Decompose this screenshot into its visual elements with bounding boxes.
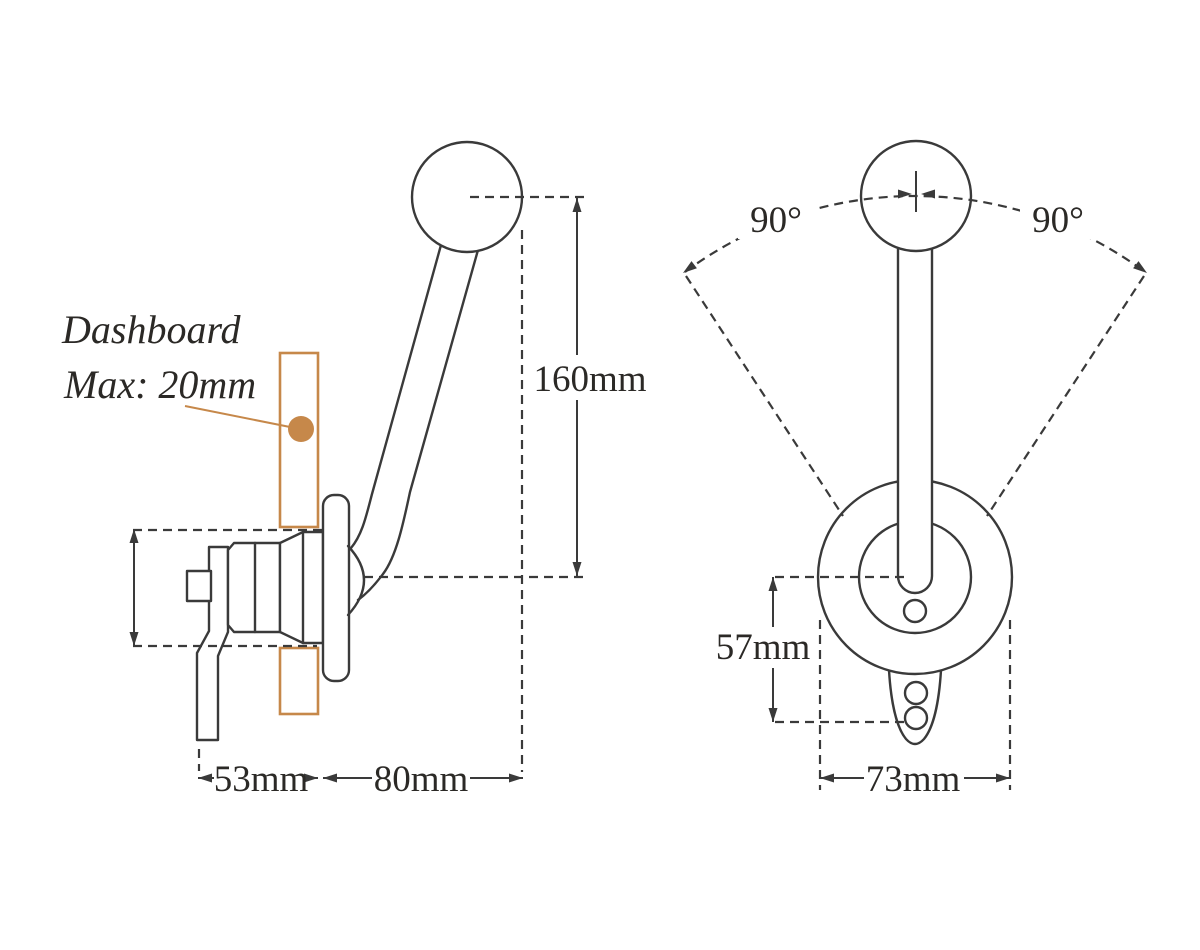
annotation-line1: Dashboard: [61, 307, 242, 352]
dim-53mm-label: 53mm: [214, 759, 309, 800]
arrowhead: [323, 773, 337, 783]
rear-connector: [185, 569, 213, 603]
angle-90-right-label: 90°: [1032, 200, 1084, 241]
dim-73mm-label: 73mm: [866, 759, 961, 800]
arrowhead: [768, 708, 778, 722]
base-screw-hole: [902, 598, 928, 624]
pivot-ball-bulge: [346, 544, 366, 617]
arrowhead: [572, 562, 582, 576]
annotation-line2: Max: 20mm: [63, 362, 256, 407]
dim-80mm-label: 80mm: [374, 759, 469, 800]
annotation-dot: [288, 416, 314, 442]
dim-57mm-label: 57mm: [716, 627, 811, 668]
arrowhead: [509, 773, 523, 783]
dim-160mm-label: 160mm: [533, 359, 646, 400]
arrowhead: [198, 773, 212, 783]
arrowhead: [921, 189, 935, 199]
dashboard-panel-lower: [278, 646, 320, 716]
tab-hole-lower: [903, 705, 929, 731]
arrowhead: [898, 189, 912, 199]
front-view: 90° 90° 57mm 73mm: [683, 139, 1147, 800]
arrowhead: [683, 261, 697, 273]
arrowhead: [1133, 261, 1147, 273]
arrowhead: [129, 529, 139, 543]
lever-shaft-right-edge: [356, 248, 480, 602]
swing-limit-left: [685, 275, 844, 517]
arrowhead: [129, 632, 139, 646]
tab-hole-upper: [903, 680, 929, 706]
lever-shaft-front: [896, 246, 934, 595]
label-mask: [1020, 197, 1098, 239]
arrowhead: [304, 773, 318, 783]
arrowhead: [820, 773, 834, 783]
arrowhead: [768, 577, 778, 591]
label-mask: [738, 197, 816, 239]
side-view: 160mm 53mm 80mm Dashboard Max: 20mm: [61, 140, 647, 800]
lever-shaft-left-edge: [349, 243, 443, 550]
mounting-flange: [321, 493, 351, 683]
swing-limit-right: [986, 275, 1145, 517]
dashboard-panel-upper: [278, 351, 320, 529]
annotation-leader-line: [184, 405, 291, 428]
angle-90-left-label: 90°: [750, 200, 802, 241]
arrowhead: [996, 773, 1010, 783]
body-taper: [278, 530, 325, 645]
arrowhead: [572, 198, 582, 212]
